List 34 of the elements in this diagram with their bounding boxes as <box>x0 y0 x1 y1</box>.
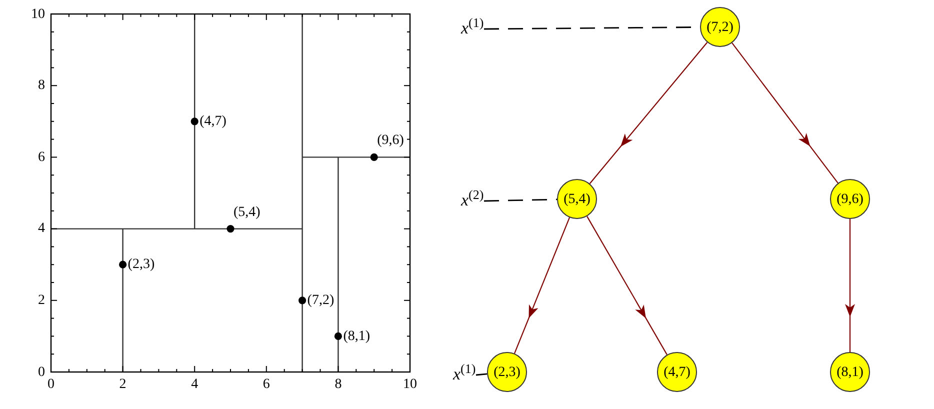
tick-label: 0 <box>48 377 54 392</box>
arrow <box>732 42 838 184</box>
connector-line <box>476 373 488 376</box>
tree-node: (2,3) <box>487 352 527 392</box>
arrow <box>586 216 668 355</box>
tick-label: 4 <box>38 221 45 236</box>
level-label: x$^{(1)}$ <box>453 359 476 385</box>
tree-node: (9,6) <box>830 179 870 219</box>
level-label: x$^{(2)}$ <box>461 185 484 211</box>
tick-label: 6 <box>262 377 270 392</box>
arrow <box>514 217 570 354</box>
tick-label: 0 <box>38 364 45 380</box>
point-label: (9,6) <box>377 133 404 148</box>
point-label: (7,2) <box>307 292 334 308</box>
arrow <box>845 219 855 352</box>
dashed-line <box>484 198 558 202</box>
tick-label: 10 <box>403 377 417 392</box>
tick-label: 4 <box>191 377 198 392</box>
arrow <box>589 42 708 184</box>
tick-label: 8 <box>334 377 342 392</box>
level-label: x$^{(1)}$ <box>461 13 484 39</box>
tree-node: (8,1) <box>830 352 870 392</box>
point-label: (2,3) <box>128 257 155 272</box>
tick-label: 2 <box>38 292 45 308</box>
tree-node: (4,7) <box>657 352 697 392</box>
point-label: (5,4) <box>234 204 260 220</box>
tick-label: 2 <box>119 377 126 392</box>
tick-label: 10 <box>31 6 45 22</box>
tree-node: (5,4) <box>557 179 597 219</box>
tree-node: (7,2) <box>700 7 740 47</box>
tick-label: 6 <box>38 150 45 165</box>
point-label: (8,1) <box>343 328 370 344</box>
tick-label: 8 <box>38 78 45 94</box>
point-label: (4,7) <box>200 114 226 129</box>
